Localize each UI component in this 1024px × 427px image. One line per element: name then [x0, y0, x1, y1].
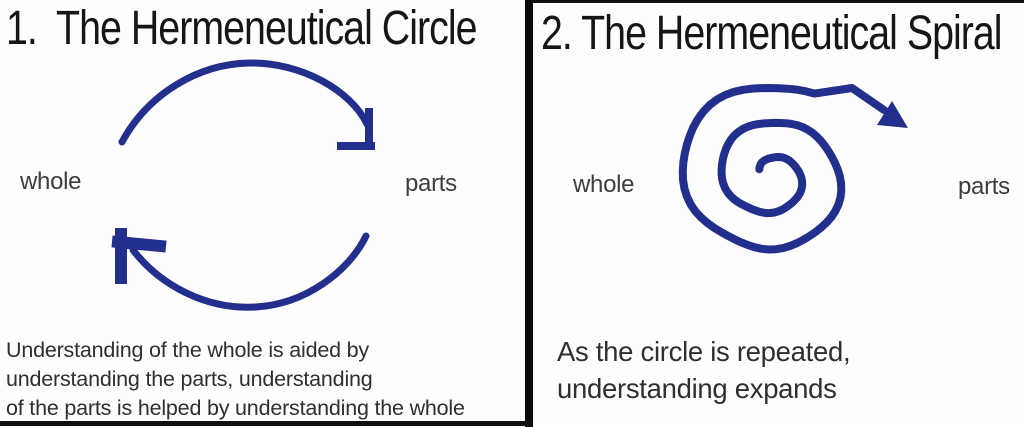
spiral-path [678, 84, 888, 254]
caption-circle: Understanding of the whole is aided by u… [6, 336, 465, 423]
top-border-right-panel [533, 0, 1024, 3]
spiral-arrowhead [877, 101, 908, 128]
vertical-divider [525, 0, 533, 427]
bottom-border-left-panel [0, 421, 533, 426]
panel-left-title: 1. The Hermeneutical Circle [6, 2, 477, 55]
spiral-arrow-drawing [678, 84, 908, 254]
circle-arrows-drawing [111, 59, 375, 311]
top-arc-arrowhead [337, 108, 375, 150]
caption-line: As the circle is repeated, [557, 336, 851, 367]
top-arc [118, 59, 371, 146]
caption-line: of the parts is helped by understanding … [6, 396, 465, 420]
panel-hermeneutical-circle: 1. The Hermeneutical Circle whole parts … [6, 2, 477, 423]
caption-line: understanding the parts, understanding [6, 367, 373, 391]
label-parts-left: parts [405, 170, 457, 197]
caption-spiral: As the circle is repeated, understanding… [557, 333, 851, 407]
panel-hermeneutical-spiral: 2. The Hermeneutical Spiral whole parts … [533, 0, 1024, 427]
bottom-arc-arrowhead [111, 228, 167, 284]
label-parts-right: parts [958, 173, 1010, 200]
panel-right-title: 2. The Hermeneutical Spiral [541, 7, 1003, 60]
label-whole-left: whole [20, 168, 82, 195]
caption-line: Understanding of the whole is aided by [6, 338, 369, 362]
bottom-arc [129, 232, 370, 311]
caption-line: understanding expands [557, 373, 837, 404]
label-whole-right: whole [573, 171, 635, 198]
